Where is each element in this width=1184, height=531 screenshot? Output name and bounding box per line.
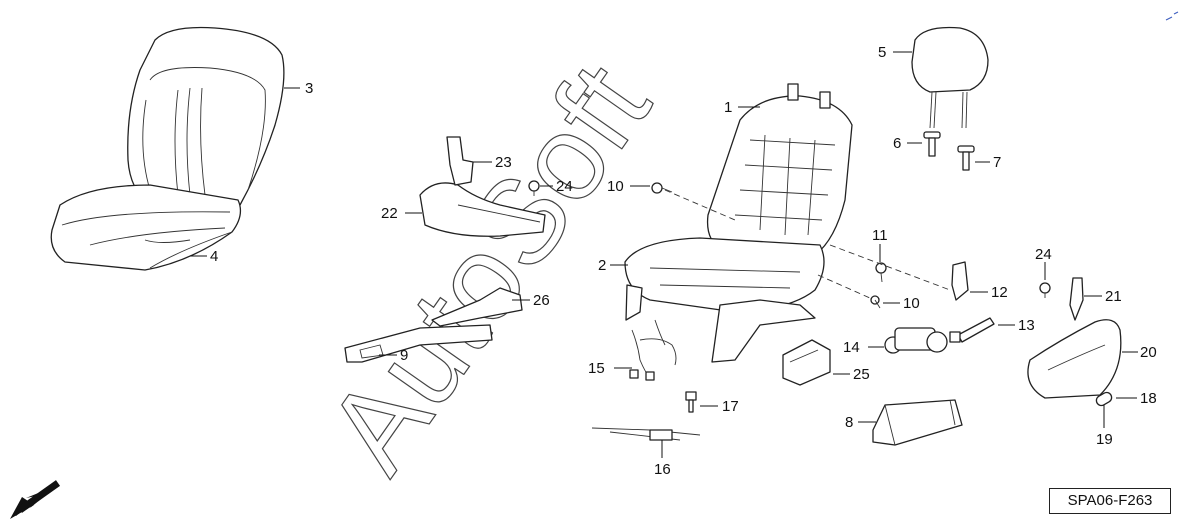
part-headrest-guide-7	[957, 145, 975, 171]
part-seat-track	[344, 287, 523, 363]
part-headrest-guide-6	[923, 131, 941, 157]
callout-10b: 10	[903, 295, 920, 312]
part-seat-back-frame	[706, 83, 853, 256]
callout-9: 9	[400, 347, 408, 364]
part-control-module-25	[782, 339, 831, 386]
callout-12: 12	[991, 284, 1008, 301]
part-sub-harness	[591, 427, 701, 441]
callout-21: 21	[1105, 288, 1122, 305]
assembly-lines	[664, 189, 951, 299]
callout-8: 8	[845, 414, 853, 431]
callout-25: 25	[853, 366, 870, 383]
callout-2: 2	[598, 257, 606, 274]
corner-mark-icon	[1165, 11, 1179, 21]
callout-19: 19	[1096, 431, 1113, 448]
part-bracket-21	[1069, 277, 1084, 321]
part-seat-cushion-cover	[50, 184, 242, 271]
callout-1: 1	[724, 99, 732, 116]
part-clip-18	[1095, 391, 1113, 407]
leader-lines	[190, 51, 1138, 458]
callout-5: 5	[878, 44, 886, 61]
callout-24b: 24	[1035, 246, 1052, 263]
callout-24a: 24	[556, 178, 573, 195]
part-seat-back-cover	[127, 26, 285, 206]
callout-7: 7	[993, 154, 1001, 171]
callout-26: 26	[533, 292, 550, 309]
part-bracket-23	[446, 136, 474, 186]
part-rod-13	[949, 317, 995, 343]
callout-18: 18	[1140, 390, 1157, 407]
callout-13: 13	[1018, 317, 1035, 334]
part-bolt-10a	[651, 182, 673, 194]
callout-15: 15	[588, 360, 605, 377]
callout-23: 23	[495, 154, 512, 171]
callout-11: 11	[872, 227, 888, 244]
diagram-code: SPA06-F263	[1049, 488, 1171, 514]
callouts: 3 4 5 6 7 1 2 10 11 10 12 13 14 15 16 17…	[210, 44, 1157, 478]
part-side-trim-right	[1027, 319, 1122, 399]
callout-6: 6	[893, 135, 901, 152]
callout-14: 14	[843, 339, 860, 356]
part-seat-cushion-frame	[624, 237, 825, 363]
watermark-text: AutoSoft	[302, 41, 676, 495]
part-latch-12	[951, 261, 969, 301]
callout-20: 20	[1140, 344, 1157, 361]
part-bolt-17	[685, 391, 697, 413]
part-clip-24a	[528, 180, 540, 196]
callout-16: 16	[654, 461, 671, 478]
part-wiring-harness	[629, 319, 677, 381]
part-side-trim-left	[419, 182, 546, 237]
part-motor-14	[884, 327, 948, 354]
callout-10a: 10	[607, 178, 624, 195]
watermark: AutoSoft	[301, 40, 676, 495]
part-headrest	[911, 26, 989, 129]
callout-22: 22	[381, 205, 398, 222]
callout-4: 4	[210, 248, 218, 265]
front-arrow-icon	[10, 480, 61, 519]
part-bolt-10b	[870, 295, 881, 309]
callout-3: 3	[305, 80, 313, 97]
part-bolt-11	[875, 262, 887, 283]
callout-17: 17	[722, 398, 739, 415]
part-lumbar-8	[872, 399, 963, 446]
part-clip-24b	[1039, 282, 1051, 298]
